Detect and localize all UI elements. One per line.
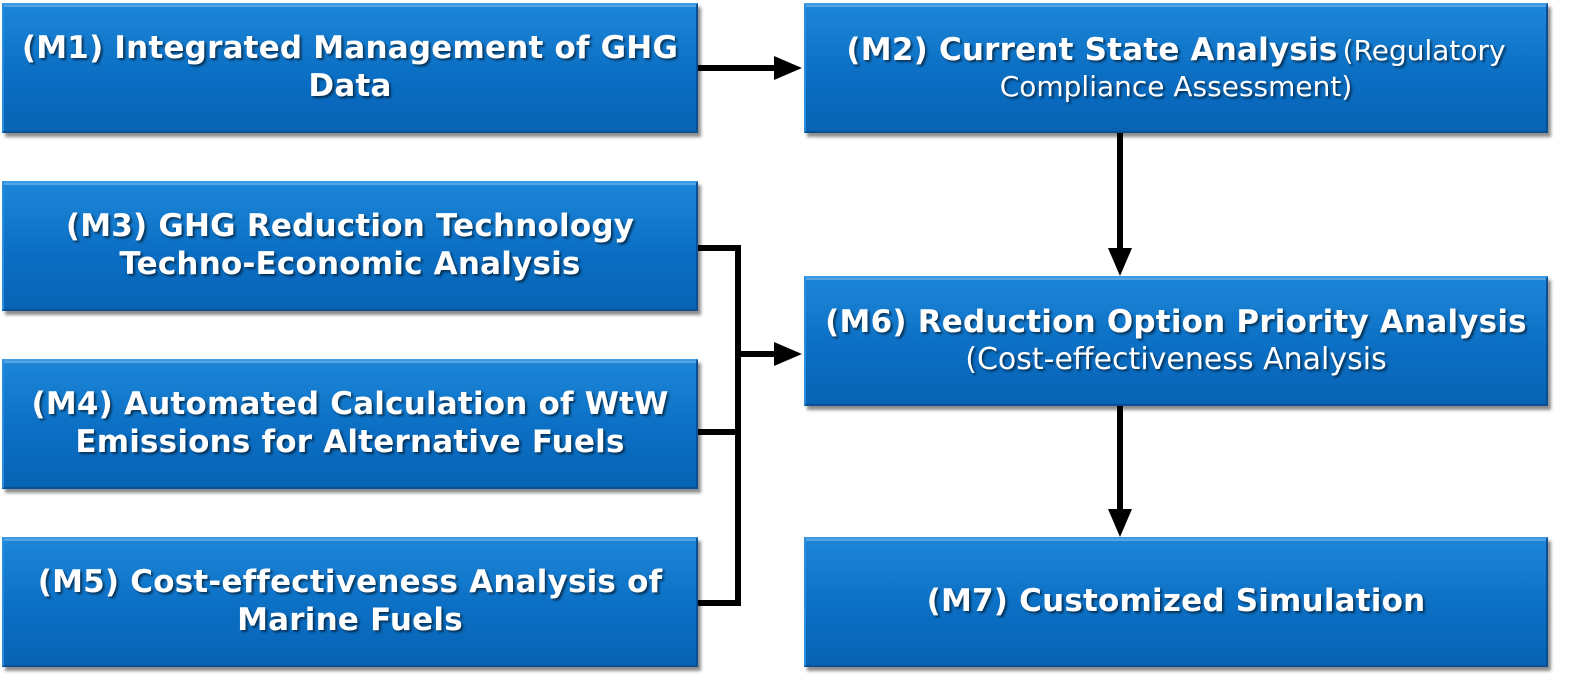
arrow-m2-to-m6-head (1108, 248, 1132, 276)
module-m2-box: (M2) Current State Analysis (Regulatory … (804, 3, 1548, 133)
module-m5-line2: Marine Fuels (237, 602, 463, 638)
module-m1-box: (M1) Integrated Management of GHG Data (2, 3, 698, 133)
module-m4-box: (M4) Automated Calculation of WtW Emissi… (2, 359, 698, 489)
module-m4-line2: Emissions for Alternative Fuels (75, 424, 625, 460)
module-m6-box: (M6) Reduction Option Priority Analysis … (804, 276, 1548, 406)
module-m6-title: (M6) Reduction Option Priority Analysis (825, 303, 1527, 340)
arrow-bracket-to-m6-head (774, 342, 802, 366)
module-m2-title: (M2) Current State Analysis (846, 32, 1338, 69)
module-m7-title: (M7) Customized Simulation (926, 583, 1426, 620)
module-m3-line1: (M3) GHG Reduction Technology (65, 208, 635, 245)
module-m6-subtitle: (Cost-effectiveness Analysis (965, 341, 1387, 377)
module-m7-box: (M7) Customized Simulation (804, 537, 1548, 667)
module-m3-box: (M3) GHG Reduction Technology Techno-Eco… (2, 181, 698, 311)
module-m5-box: (M5) Cost-effectiveness Analysis of Mari… (2, 537, 698, 667)
module-m3-line2: Techno-Economic Analysis (119, 246, 581, 282)
module-m5-line1: (M5) Cost-effectiveness Analysis of (37, 564, 663, 601)
module-m2-subtitle: (Regulatory Compliance Assessment) (999, 34, 1506, 103)
module-m4-line1: (M4) Automated Calculation of WtW (31, 386, 669, 423)
arrow-m6-to-m7-head (1108, 509, 1132, 537)
module-m1-title: (M1) Integrated Management of GHG Data (21, 30, 679, 104)
arrow-m1-to-m2-head (774, 56, 802, 80)
